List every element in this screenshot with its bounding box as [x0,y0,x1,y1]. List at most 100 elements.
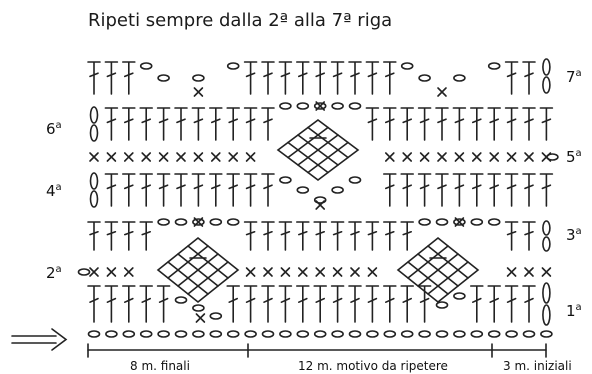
diamond-motif [156,236,240,304]
chain-stitch-icon [418,74,431,82]
double-crochet-icon [87,221,101,251]
double-crochet-icon [156,173,171,207]
double-crochet-icon [104,61,119,95]
picot-icon [542,304,551,326]
single-crochet-icon [280,267,291,277]
double-crochet-icon [156,285,171,323]
double-crochet-icon [470,173,484,207]
double-crochet-icon [504,173,519,207]
single-crochet-icon [454,217,465,227]
picot-icon [542,220,551,236]
chain-stitch-icon [453,292,466,300]
single-crochet-icon [263,267,273,277]
double-crochet-icon [296,61,310,95]
double-crochet-icon [470,285,484,323]
single-crochet-icon [315,267,325,277]
double-crochet-icon [400,173,414,207]
chain-stitch-icon [400,62,414,70]
picot-icon [542,282,551,304]
row-label-1: 1a [566,302,582,320]
chain-stitch-icon [87,330,101,338]
single-crochet-icon [472,152,482,162]
single-crochet-icon [541,267,552,277]
chain-stitch-icon [174,218,188,226]
double-crochet-icon [87,285,101,323]
chain-stitch-icon [418,218,431,226]
chain-stitch-icon [470,330,484,338]
diamond-grid-line [287,141,329,174]
chain-stitch-icon [261,330,275,338]
double-crochet-icon [261,61,275,95]
chain-stitch-icon [540,330,553,338]
single-crochet-icon [367,267,378,277]
chain-stitch-icon [157,330,170,338]
single-crochet-icon [245,267,256,277]
chain-stitch-icon [174,296,188,304]
row-label-5: 5a [566,148,582,166]
chain-stitch-icon [226,330,240,338]
double-crochet-icon [313,285,327,323]
double-crochet-icon [191,173,206,207]
double-crochet-icon [243,285,258,323]
double-crochet-icon [104,173,119,207]
single-crochet-icon [89,267,99,277]
single-crochet-icon [385,152,395,162]
chain-stitch-icon [348,330,362,338]
diamond-grid-line [427,261,469,295]
double-crochet-icon [365,221,380,251]
single-crochet-icon [506,152,517,162]
picot-icon [89,106,99,124]
chain-stitch-icon [366,330,379,338]
diamond-grid-line [417,253,459,287]
single-crochet-icon [228,152,238,162]
double-crochet-icon [243,173,258,207]
chain-stitch-icon [435,218,449,226]
double-crochet-icon [383,61,397,95]
chain-stitch-icon [522,330,536,338]
chain-stitch-icon [313,102,327,110]
double-crochet-icon [226,285,240,323]
double-crochet-icon [278,61,293,95]
double-crochet-icon [522,61,536,95]
single-crochet-icon [124,267,134,277]
double-crochet-icon [278,285,293,323]
double-crochet-icon [487,107,501,141]
chain-stitch-icon [192,218,205,226]
chain-stitch-icon [331,330,344,338]
chain-stitch-icon [209,330,223,338]
double-crochet-icon [243,61,258,95]
chain-stitch-icon [77,268,91,276]
single-crochet-icon [489,152,499,162]
single-crochet-icon [524,152,534,162]
chain-stitch-icon [348,102,362,110]
single-crochet-icon [245,152,256,162]
chain-stitch-icon [226,218,240,226]
chain-stitch-icon [279,330,292,338]
double-crochet-icon [383,173,397,207]
double-crochet-icon [539,173,554,207]
double-crochet-icon [348,221,362,251]
stitch-grid [77,58,559,338]
chain-stitch-icon [192,304,205,312]
double-crochet-icon [383,285,397,323]
chain-stitch-icon [487,62,501,70]
chain-stitch-icon [505,330,518,338]
double-crochet-icon [313,221,327,251]
chain-stitch-icon [383,330,397,338]
double-crochet-icon [104,285,119,323]
double-crochet-icon [539,107,554,141]
single-crochet-icon [437,152,447,162]
single-crochet-icon [402,152,412,162]
double-crochet-icon [487,173,501,207]
double-crochet-icon [156,107,171,141]
double-crochet-icon [139,173,153,207]
chain-stitch-icon [331,186,344,194]
chain-stitch-icon [487,218,501,226]
diamond-grid-line [407,261,449,295]
row-label-6: 6a [46,120,62,138]
single-crochet-icon [437,87,447,97]
chain-stitch-icon [348,176,362,184]
chain-stitch-icon [453,74,466,82]
footer-repeat-motif: 12 m. motivo da ripetere [298,359,448,373]
start-arrow-icon [11,328,68,351]
